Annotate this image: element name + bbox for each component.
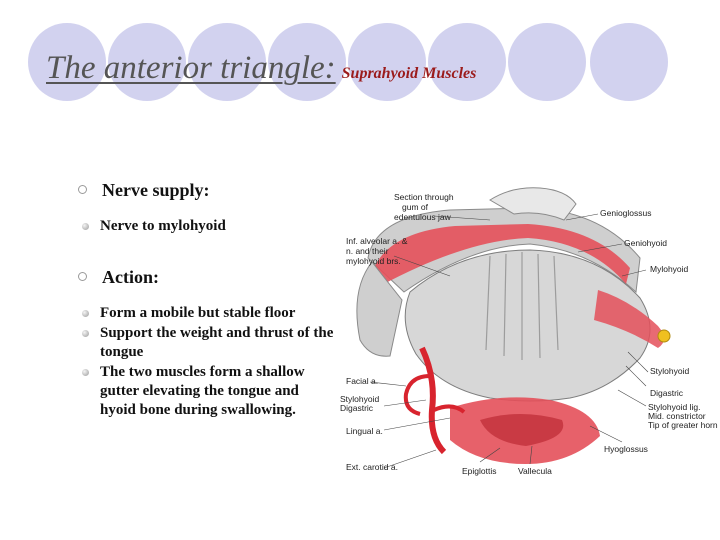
- section-heading: Nerve supply:: [78, 180, 338, 201]
- label-facial-a: Facial a.: [346, 376, 378, 386]
- decor-circle: [590, 23, 668, 101]
- bullet-dot-icon: [82, 223, 89, 230]
- label-lingual-a: Lingual a.: [346, 426, 383, 436]
- anatomy-illustration: Section through gum of edentulous jaw In…: [340, 180, 720, 480]
- label-epiglottis: Epiglottis: [462, 466, 497, 476]
- label-hyoglossus: Hyoglossus: [604, 444, 648, 454]
- anatomy-diagram: Section through gum of edentulous jaw In…: [340, 187, 718, 476]
- section-heading: Action:: [78, 267, 338, 288]
- bullet-dot-icon: [82, 330, 89, 337]
- list-item: Form a mobile but stable floor: [78, 304, 338, 323]
- list-item: Nerve to mylohyoid: [78, 217, 338, 236]
- decor-circle: [428, 23, 506, 101]
- label-alveolar-1: Inf. alveolar a. &: [346, 236, 408, 246]
- facial-artery: [403, 374, 431, 416]
- decor-circle: [348, 23, 426, 101]
- hollow-bullet-icon: [78, 272, 87, 281]
- list-item-text: Support the weight and thrust of the ton…: [100, 325, 334, 360]
- label-mylohyoid: Mylohyoid: [650, 264, 689, 274]
- mylohyoid-muscle: [374, 224, 630, 286]
- stylohyoid-tip: [657, 329, 671, 343]
- list-item-text: The two muscles form a shallow gutter el…: [100, 364, 305, 418]
- label-digastric-left: Digastric: [340, 403, 374, 413]
- genioglossus-fibers: [485, 252, 559, 360]
- list-item-text: Form a mobile but stable floor: [100, 305, 296, 321]
- slide-content: Nerve supply: Nerve to mylohyoid Action:…: [78, 180, 338, 421]
- label-ext-carotid: Ext. carotid a.: [346, 462, 398, 472]
- bullet-dot-icon: [82, 310, 89, 317]
- label-stylohyoid-left: Stylohyoid: [340, 394, 379, 404]
- label-edentulous-jaw: edentulous jaw: [394, 212, 452, 222]
- decor-circle: [508, 23, 586, 101]
- hollow-bullet-icon: [78, 185, 87, 194]
- decor-circle: [108, 23, 186, 101]
- bullet-list: Form a mobile but stable floor Support t…: [78, 304, 338, 420]
- decor-circle: [188, 23, 266, 101]
- label-mid-constrictor: Mid. constrictor: [648, 411, 706, 421]
- label-gum-of: gum of: [402, 202, 429, 212]
- leader-lines: [369, 213, 649, 469]
- mylohyoid-right: [594, 290, 664, 348]
- left-ramus: [356, 261, 403, 357]
- lingual-artery: [433, 404, 466, 414]
- label-vallecula: Vallecula: [518, 466, 552, 476]
- title-main: The anterior triangle:: [46, 50, 336, 86]
- list-item: The two muscles form a shallow gutter el…: [78, 363, 338, 420]
- label-genioglossus: Genioglossus: [600, 208, 652, 218]
- list-item-text: Nerve to mylohyoid: [100, 218, 226, 234]
- bullet-dot-icon: [82, 369, 89, 376]
- section-heading-text: Nerve supply:: [102, 180, 210, 200]
- decor-circle: [28, 23, 106, 101]
- gum-section: [489, 187, 577, 221]
- slide-title: The anterior triangle: Suprahyoid Muscles: [46, 50, 476, 87]
- label-tip-greater-horn: Tip of greater horn: [648, 420, 718, 430]
- decorative-circles: [0, 0, 720, 140]
- external-carotid-artery: [419, 346, 447, 455]
- epiglottis-inner: [480, 414, 564, 446]
- list-item: Support the weight and thrust of the ton…: [78, 324, 338, 362]
- title-subtitle: Suprahyoid Muscles: [341, 65, 477, 82]
- section-heading-text: Action:: [102, 267, 159, 287]
- label-geniohyoid: Geniohyoid: [624, 238, 667, 248]
- label-alveolar-2: n. and their: [346, 246, 389, 256]
- label-section-through: Section through: [394, 192, 454, 202]
- label-digastric: Digastric: [650, 388, 684, 398]
- label-stylohyoid: Stylohyoid: [650, 366, 689, 376]
- decor-circle: [268, 23, 346, 101]
- label-stylohyoid-lig: Stylohyoid lig.: [648, 402, 700, 412]
- label-alveolar-3: mylohyoid brs.: [346, 256, 401, 266]
- bullet-list: Nerve to mylohyoid: [78, 217, 338, 236]
